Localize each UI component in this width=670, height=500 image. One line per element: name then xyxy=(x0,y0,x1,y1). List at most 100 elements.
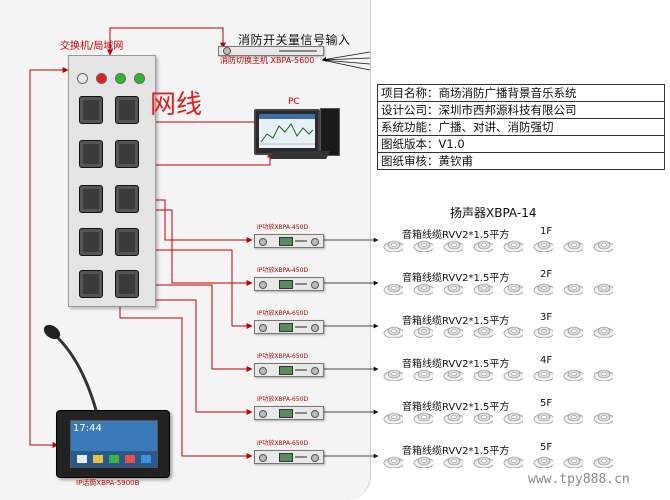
floor-label: 3F xyxy=(540,312,553,323)
speaker-cable-label: 音箱线缆RVV2*1.5平方 xyxy=(402,230,510,241)
ceiling-speaker-icon xyxy=(473,326,493,338)
ceiling-speaker-icon xyxy=(473,283,493,295)
ceiling-speaker-icon xyxy=(593,240,613,252)
ceiling-speaker-icon xyxy=(443,456,463,468)
console-label: IP话筒XBPA-5900B xyxy=(76,479,140,487)
ceiling-speaker-icon xyxy=(563,369,583,381)
wire-amp-2 xyxy=(139,207,253,286)
amplifier-label: IP功放XBPA-650D xyxy=(257,440,309,447)
ceiling-speaker-icon xyxy=(503,240,523,252)
ceiling-speaker-icon xyxy=(383,456,403,468)
ceiling-speaker-icon xyxy=(383,412,403,424)
microphone-icon xyxy=(43,324,98,411)
amplifier-label: IP功放XBPA-450D xyxy=(257,224,309,231)
switch-port xyxy=(115,185,139,213)
ceiling-speaker-icon xyxy=(533,456,553,468)
ceiling-speaker-icon xyxy=(533,283,553,295)
ip-amplifier xyxy=(254,363,324,377)
project-info-table: 项目名称：商场消防广播背景音乐系统 设计公司：深圳市西邦源科技有限公司 系统功能… xyxy=(377,84,665,170)
info-version: 图纸版本：V1.0 xyxy=(378,136,664,153)
ceiling-speaker-icon xyxy=(473,369,493,381)
ceiling-speaker-icon xyxy=(563,456,583,468)
ceiling-speaker-icon xyxy=(503,456,523,468)
ceiling-speaker-icon xyxy=(503,369,523,381)
switch-port xyxy=(115,228,139,256)
ceiling-speaker-icon xyxy=(443,326,463,338)
ceiling-speaker-icon xyxy=(443,240,463,252)
fire-host-label: 消防切换主机 XBPA-5600 xyxy=(220,56,315,65)
wire-amp-5 xyxy=(139,297,253,415)
ceiling-speaker-icon xyxy=(533,326,553,338)
floor-label: 2F xyxy=(540,269,553,280)
switch-port xyxy=(79,140,103,168)
ceiling-speaker-icon xyxy=(413,369,433,381)
ceiling-speaker-icon xyxy=(443,283,463,295)
ceiling-speaker-icon xyxy=(443,369,463,381)
info-design: 设计公司：深圳市西邦源科技有限公司 xyxy=(378,102,664,119)
wire-amp-1 xyxy=(139,197,253,243)
ceiling-speaker-icon xyxy=(593,326,613,338)
speaker-cable-label: 音箱线缆RVV2*1.5平方 xyxy=(402,316,510,327)
ceiling-speaker-icon xyxy=(563,240,583,252)
ceiling-speaker-icon xyxy=(563,283,583,295)
speaker-cable-label: 音箱线缆RVV2*1.5平方 xyxy=(402,446,510,457)
amplifier-label: IP功放XBPA-650D xyxy=(257,310,309,317)
ceiling-speaker-icon xyxy=(563,412,583,424)
ceiling-speaker-icon xyxy=(563,326,583,338)
ceiling-speaker-icon xyxy=(383,326,403,338)
ceiling-speaker-icon xyxy=(593,412,613,424)
switch-port xyxy=(79,228,103,256)
info-review: 图纸审核：黄钦甫 xyxy=(381,154,473,168)
ip-amplifier xyxy=(254,277,324,291)
pc-label: PC xyxy=(288,97,300,107)
ip-amplifier xyxy=(254,406,324,420)
ceiling-speaker-icon xyxy=(443,412,463,424)
console-clock: 17:44 xyxy=(73,423,102,434)
amplifier-label: IP功放XBPA-650D xyxy=(257,396,309,403)
info-function: 系统功能：广播、对讲、消防强切 xyxy=(378,119,664,136)
pc-keyboard xyxy=(270,151,330,159)
switch-led-green-2 xyxy=(134,73,145,84)
ceiling-speaker-icon xyxy=(503,326,523,338)
fire-input-lines xyxy=(322,51,371,71)
switch-port xyxy=(79,270,103,298)
switch-power-led xyxy=(77,73,88,84)
speaker-cable-label: 音箱线缆RVV2*1.5平方 xyxy=(402,402,510,413)
info-project: 项目名称：商场消防广播背景音乐系统 xyxy=(378,85,664,102)
ceiling-speaker-icon xyxy=(413,456,433,468)
ceiling-speaker-icon xyxy=(383,283,403,295)
floor-label: 5F xyxy=(540,442,553,453)
ceiling-speaker-icon xyxy=(413,326,433,338)
switch-port xyxy=(115,140,139,168)
ceiling-speaker-icon xyxy=(503,412,523,424)
wire-switch-console xyxy=(29,67,69,448)
wire-switch-fire-host xyxy=(107,27,226,56)
ip-amplifier xyxy=(254,450,324,464)
ceiling-speaker-icon xyxy=(533,412,553,424)
ceiling-speaker-icon xyxy=(533,240,553,252)
speaker-cable-label: 音箱线缆RVV2*1.5平方 xyxy=(402,273,510,284)
fire-signal-input-title: 消防开关量信号输入 xyxy=(238,33,351,47)
network-cable-label: 网线 xyxy=(150,90,203,120)
ceiling-speaker-icon xyxy=(593,456,613,468)
ip-amplifier xyxy=(254,320,324,334)
amplifier-label: IP功放XBPA-450D xyxy=(257,267,309,274)
ceiling-speaker-icon xyxy=(593,369,613,381)
switch-led-red xyxy=(96,73,107,84)
switch-port xyxy=(115,270,139,298)
ceiling-speaker-icon xyxy=(593,283,613,295)
ceiling-speaker-icon xyxy=(413,283,433,295)
watermark: www.tpy888.cn xyxy=(528,472,630,487)
ceiling-speaker-icon xyxy=(473,412,493,424)
wire-amp-6 xyxy=(119,305,253,459)
speaker-feed-lines xyxy=(322,237,379,459)
ip-amplifier xyxy=(254,234,324,248)
ceiling-speaker-icon xyxy=(473,456,493,468)
switch-port xyxy=(79,185,103,213)
ceiling-speaker-icon xyxy=(413,240,433,252)
pc-monitor xyxy=(254,109,320,155)
switch-port xyxy=(115,96,139,124)
floor-label: 5F xyxy=(540,398,553,409)
speaker-cable-label: 音箱线缆RVV2*1.5平方 xyxy=(402,359,510,370)
